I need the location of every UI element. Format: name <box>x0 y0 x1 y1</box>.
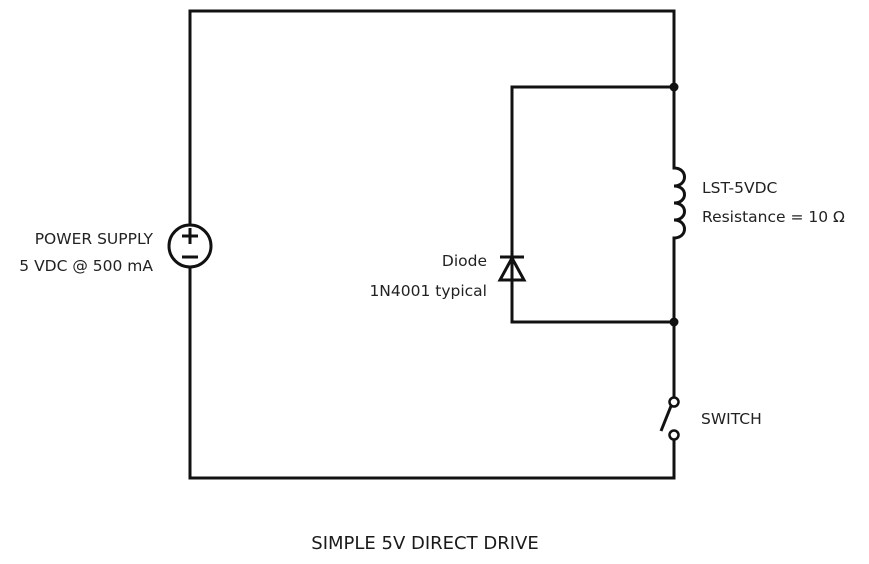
switch-lever <box>659 405 673 432</box>
switch-contact-top <box>668 396 680 408</box>
plus-icon <box>182 228 198 244</box>
power-supply-label-2: 5 VDC @ 500 mA <box>19 257 153 275</box>
diode-branch-wires <box>510 85 676 324</box>
wire-diode-top <box>510 85 676 257</box>
junction-dot-top <box>669 82 679 92</box>
junction-dot-bottom <box>669 317 679 327</box>
switch-label: SWITCH <box>701 410 762 428</box>
wire-diode-bottom <box>510 281 676 324</box>
diode-symbol <box>497 253 527 285</box>
diode-label-2: 1N4001 typical <box>369 282 487 300</box>
switch-contact-bottom <box>668 429 680 441</box>
outer-loop-wires <box>188 9 676 480</box>
switch-symbol[interactable] <box>659 396 680 441</box>
relay-coil-label-2: Resistance = 10 Ω <box>702 208 845 226</box>
relay-coil-label-1: LST-5VDC <box>702 179 777 197</box>
relay-coil-icon <box>673 166 686 240</box>
power-supply-label-1: POWER SUPPLY <box>35 230 154 248</box>
diagram-title: SIMPLE 5V DIRECT DRIVE <box>311 533 538 554</box>
power-supply-symbol <box>167 223 213 269</box>
diode-label-1: Diode <box>442 252 487 270</box>
power-supply-circle <box>167 223 213 269</box>
wire-left-upper <box>188 9 676 227</box>
wire-left-lower <box>188 265 676 480</box>
